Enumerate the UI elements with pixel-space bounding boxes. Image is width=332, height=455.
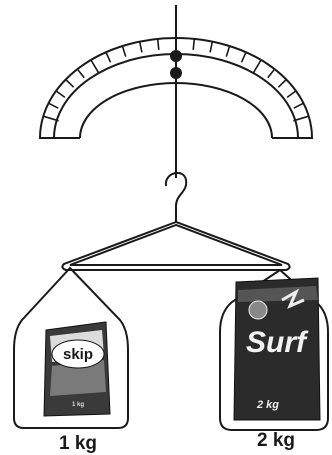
scale-tick: [287, 91, 296, 98]
scale-tick: [242, 52, 247, 62]
scale-tick: [77, 69, 84, 78]
scale-tick: [106, 52, 111, 62]
right-weight-label: 2 kg: [257, 430, 295, 451]
scale-tick: [226, 46, 229, 57]
pointer-dot-upper: [170, 50, 182, 62]
scale-tick: [122, 46, 125, 57]
scale-tick: [158, 39, 159, 50]
scale-tick: [268, 69, 275, 78]
scale-tick: [210, 42, 212, 53]
pointer-dot-lower: [170, 67, 182, 79]
surf-pack: Surf 2 kg: [234, 278, 320, 420]
skip-pack: skip 1 kg: [44, 322, 110, 416]
scale-tick: [49, 103, 59, 108]
scale-tick: [56, 91, 65, 98]
surf-brand: Surf: [246, 326, 309, 359]
hanger-icon: [62, 173, 289, 270]
skip-pack-weight: 1 kg: [72, 402, 84, 408]
scale-tick: [66, 80, 74, 88]
scale-tick: [91, 60, 99, 74]
scale-tick: [193, 39, 194, 50]
scale-tick: [294, 103, 304, 108]
scale-tick: [140, 42, 142, 53]
surf-pack-weight: 2 kg: [256, 399, 279, 411]
scale-tick: [278, 80, 286, 88]
scale-tick: [253, 60, 261, 74]
skip-brand: skip: [63, 346, 93, 363]
left-weight-label: 1 kg: [59, 433, 97, 454]
